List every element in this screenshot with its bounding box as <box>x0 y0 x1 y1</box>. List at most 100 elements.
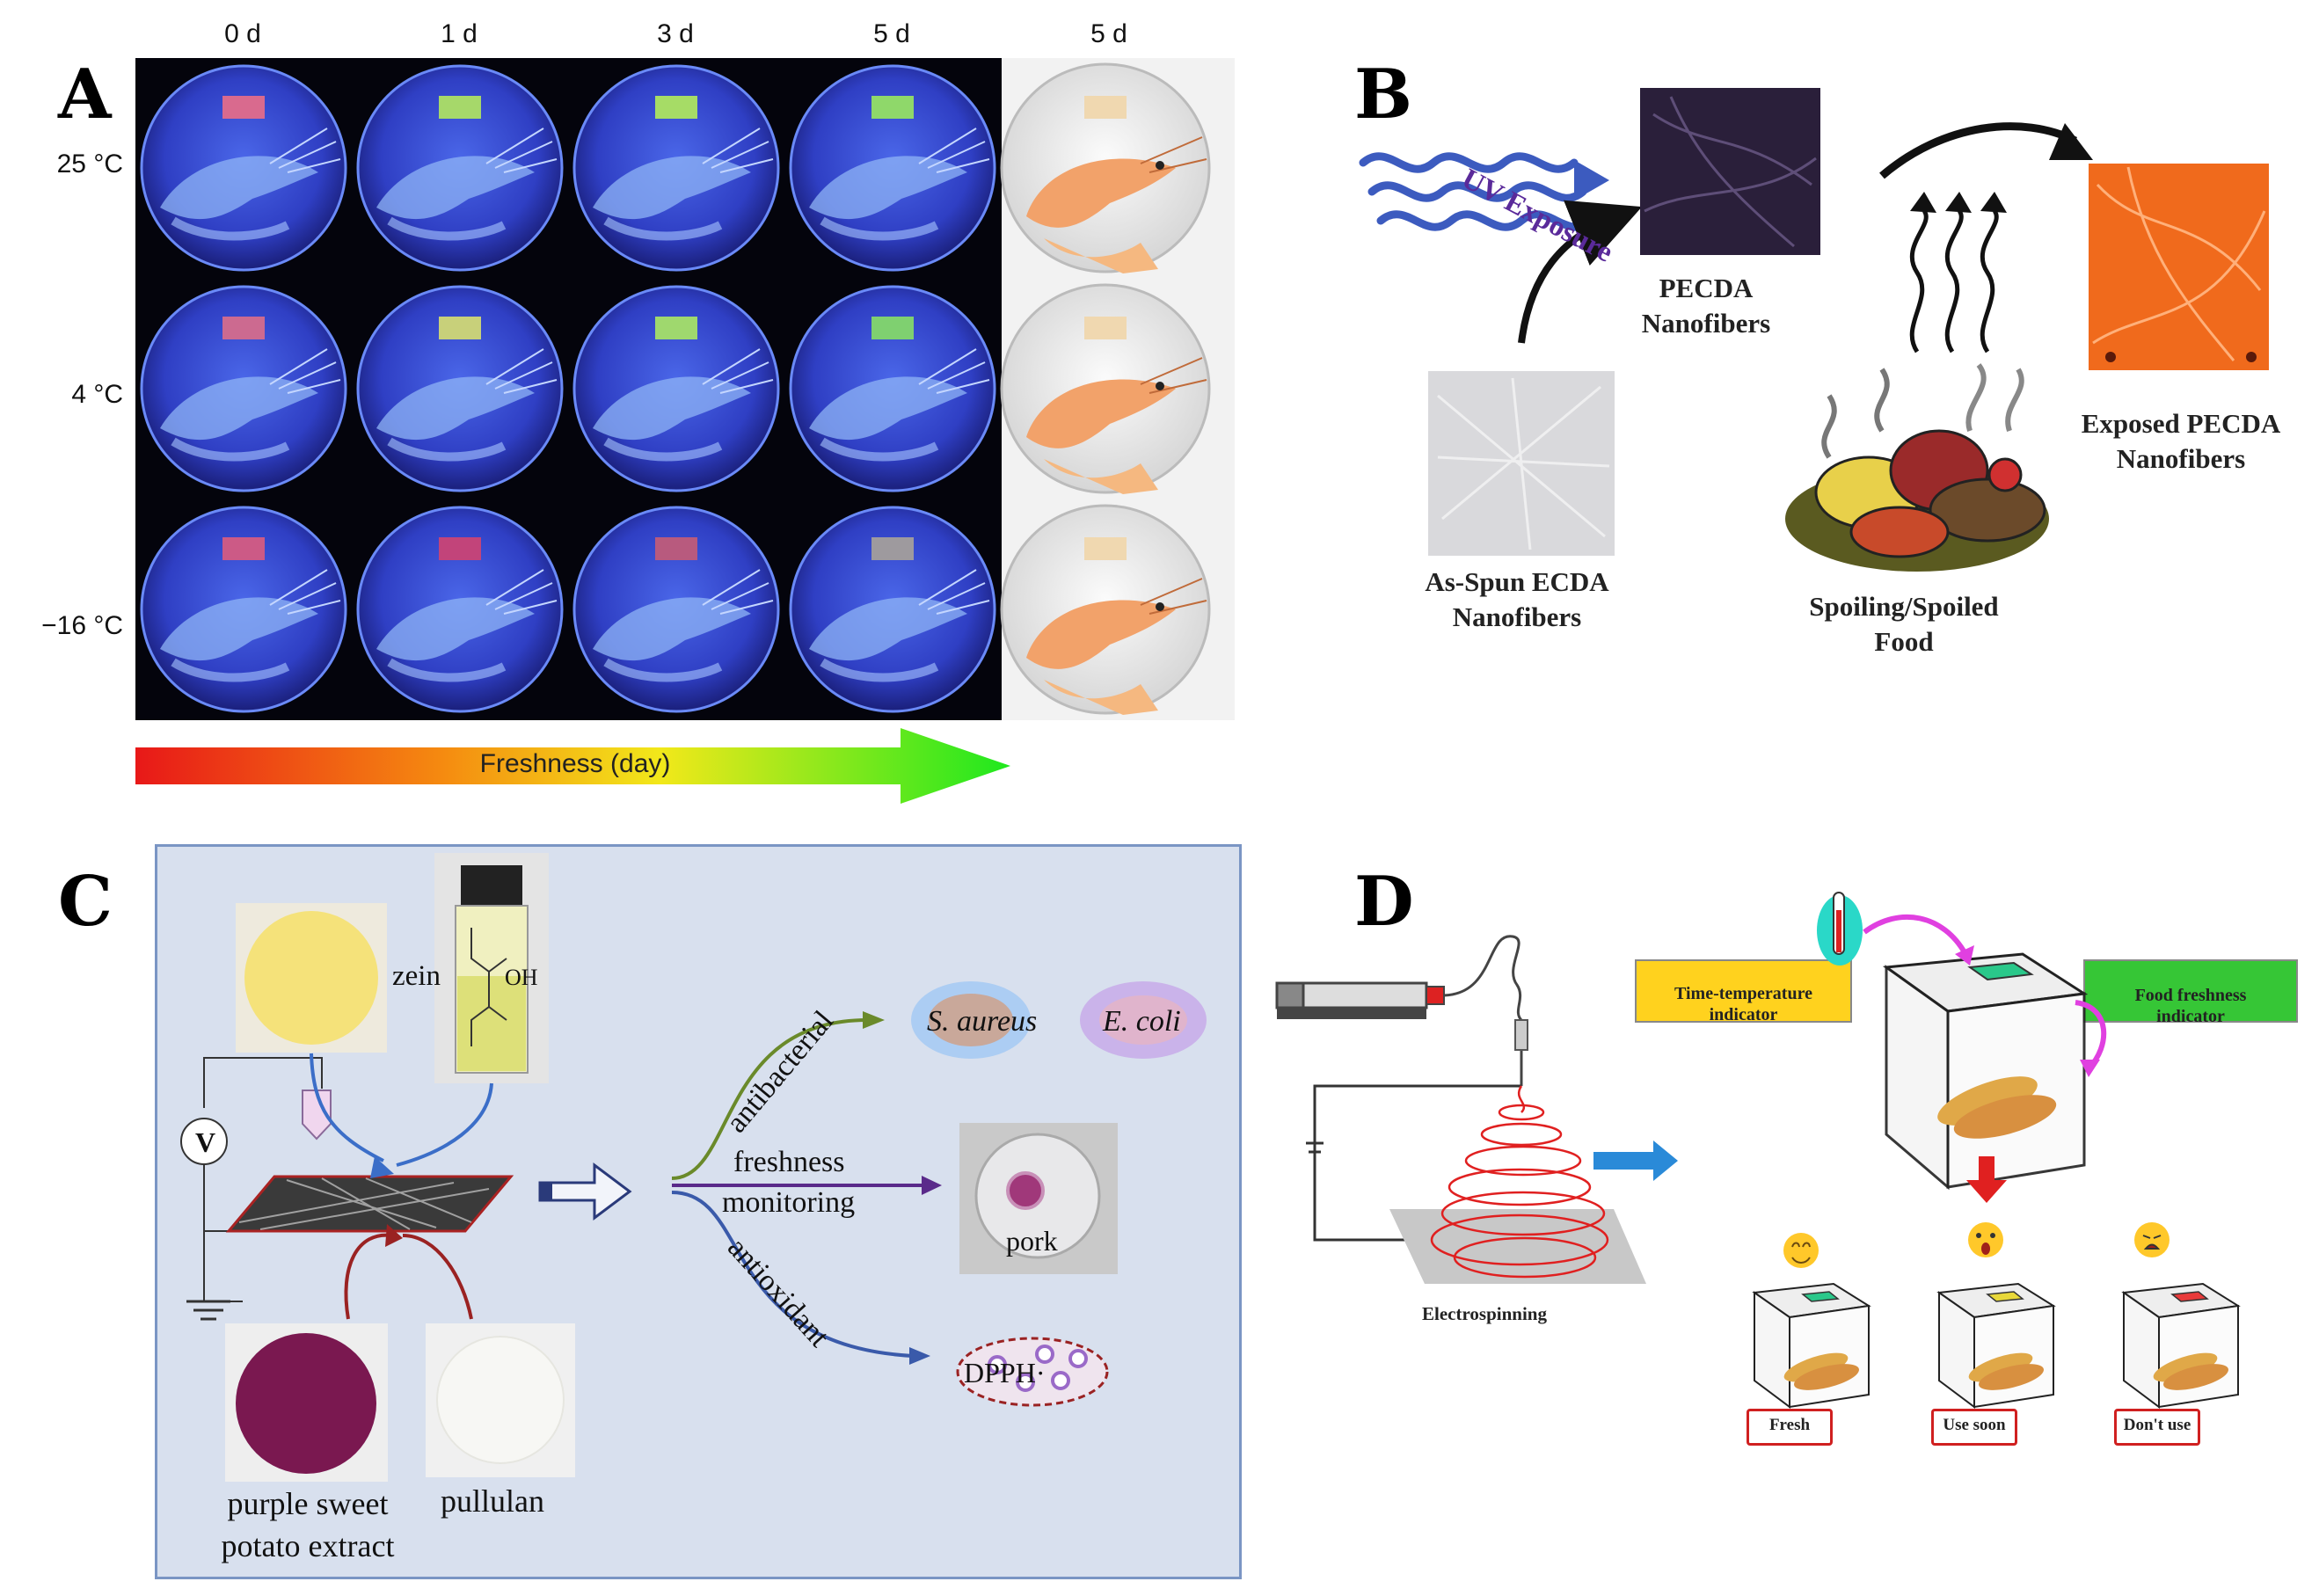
electrospun-fiber <box>1430 1085 1609 1279</box>
panel-b-diagram: UV Exposure <box>1359 88 2269 572</box>
spoiled-food-icon <box>1785 363 2049 572</box>
spoiling-caption: Spoiling/Spoiled Food <box>1809 591 1999 657</box>
row-header-minus16c: −16 °C <box>41 611 123 640</box>
indicator-strip <box>1084 96 1127 119</box>
antioxidant-label: antioxidant <box>721 1232 835 1354</box>
zein-powder-image <box>244 911 378 1045</box>
e-coli-icon <box>1099 995 1187 1045</box>
freshness-label: Freshness (day) <box>479 749 671 778</box>
panel-c-diagram: zein OH V antibacterial freshness monito… <box>180 853 1207 1482</box>
row-header-25c: 25 °C <box>56 149 123 179</box>
thermometer-icon <box>1817 892 1863 966</box>
indicator-strip <box>655 537 697 560</box>
ffi-box <box>2083 959 2298 1023</box>
zein-label: zein <box>392 960 441 992</box>
indicator-strip <box>1084 537 1127 560</box>
syringe-pump-icon <box>1275 981 1445 1019</box>
col-header-1: 1 d <box>441 19 478 48</box>
nanofiber-mat <box>225 1175 514 1233</box>
use-soon-tag: Use soon <box>1931 1409 2017 1446</box>
pork-label: pork <box>1006 1225 1058 1257</box>
tti-label: Time-temperature indicator <box>1674 984 1812 1024</box>
pullulan-image <box>436 1336 565 1464</box>
panel-b-label: B <box>1354 55 1412 135</box>
spinneret-needle <box>302 1090 332 1141</box>
indicator-strip <box>439 317 481 339</box>
electrospinning-label: Electrospinning <box>1422 1303 1547 1324</box>
small-container-1 <box>1936 1282 2056 1409</box>
curve-arrow-1 <box>1518 200 1643 344</box>
indicator-strip <box>871 537 914 560</box>
fresh-tag: Fresh <box>1747 1409 1833 1446</box>
col-header-2: 3 d <box>657 19 694 48</box>
shrimp-photo-grid <box>135 58 1235 720</box>
vial-cap <box>461 865 522 905</box>
petri-dish-r2-c1 <box>356 506 564 713</box>
happy-emoji-icon <box>1783 1233 1819 1268</box>
petri-dish-r0-c2 <box>572 64 780 272</box>
purple-sweet-label: purple sweet potato extract <box>221 1486 395 1563</box>
s-aureus-icon <box>929 994 1013 1046</box>
indicator-strip <box>871 317 914 339</box>
indicator-strip <box>222 317 265 339</box>
dont-use-tag: Don't use <box>2114 1409 2200 1446</box>
uv-arrow-head <box>1574 160 1609 200</box>
petri-dish-r0-c3 <box>789 64 996 272</box>
petri-dish-r1-c3 <box>789 285 996 492</box>
indicator-strip <box>222 96 265 119</box>
process-arrow <box>538 1162 632 1221</box>
surprised-emoji-icon <box>1968 1222 2003 1257</box>
indicator-strip <box>871 96 914 119</box>
voltage-label: V <box>195 1126 215 1158</box>
pullulan-label: pullulan <box>441 1483 544 1519</box>
exposed-caption: Exposed PECDA Nanofibers <box>2081 408 2281 474</box>
freshness-arrow <box>135 728 1010 804</box>
panel-a-label: A <box>58 55 112 135</box>
petri-dish-r1-c2 <box>572 285 780 492</box>
petri-dish-r2-c3 <box>789 506 996 713</box>
monitoring-label: monitoring <box>722 1186 855 1219</box>
odor-lines-icon <box>1909 209 1999 353</box>
down-arrow <box>1966 1156 2007 1203</box>
petri-dish-r2-c4 <box>1000 504 1211 716</box>
dpph-label: DPPH· <box>964 1357 1045 1388</box>
col-header-3: 5 d <box>873 19 910 48</box>
process-arrow-d <box>1593 1141 1678 1181</box>
indicator-strip <box>655 317 697 339</box>
freshness-label-c: freshness <box>733 1146 845 1178</box>
e-coli-label: E. coli <box>1102 1005 1181 1038</box>
indicator-strip <box>1084 317 1127 339</box>
s-aureus-label: S. aureus <box>927 1005 1037 1038</box>
indicator-strip <box>439 537 481 560</box>
indicator-strip <box>222 537 265 560</box>
col-header-0: 0 d <box>224 19 261 48</box>
row-header-4c: 4 °C <box>71 380 123 409</box>
indicator-strip <box>439 96 481 119</box>
oh-label: OH <box>505 965 538 990</box>
pecda-caption: PECDA Nanofibers <box>1641 273 1771 339</box>
small-container-2 <box>2121 1282 2241 1409</box>
curve-arrow-2 <box>1879 122 2078 179</box>
panel-d-diagram <box>1275 892 2298 1409</box>
petri-dish-r0-c1 <box>356 64 564 272</box>
antibacterial-label: antibacterial <box>720 1005 840 1139</box>
petri-dish-r1-c1 <box>356 285 564 492</box>
uv-waves-icon <box>1359 152 1596 231</box>
purple-sweet-potato-image <box>236 1333 376 1474</box>
petri-dish-r1-c4 <box>1000 283 1211 495</box>
petri-dish-r1-c0 <box>140 285 347 492</box>
panel-d-label: D <box>1354 862 1414 942</box>
petri-dish-r0-c0 <box>140 64 347 272</box>
collector-plate <box>1389 1209 1646 1284</box>
tti-box <box>1635 959 1852 1023</box>
tired-emoji-icon <box>2134 1222 2170 1257</box>
petri-dish-r0-c4 <box>1000 62 1211 274</box>
indicator-strip <box>655 96 697 119</box>
col-header-4: 5 d <box>1090 19 1127 48</box>
petri-dish-r2-c0 <box>140 506 347 713</box>
exposed-pecda-image <box>2089 164 2269 370</box>
as-spun-caption: As-Spun ECDA Nanofibers <box>1425 566 1609 632</box>
pork-indicator <box>1006 1171 1045 1210</box>
panel-c-label: C <box>58 862 113 942</box>
ffi-label: Food freshness indicator <box>2134 986 2247 1026</box>
